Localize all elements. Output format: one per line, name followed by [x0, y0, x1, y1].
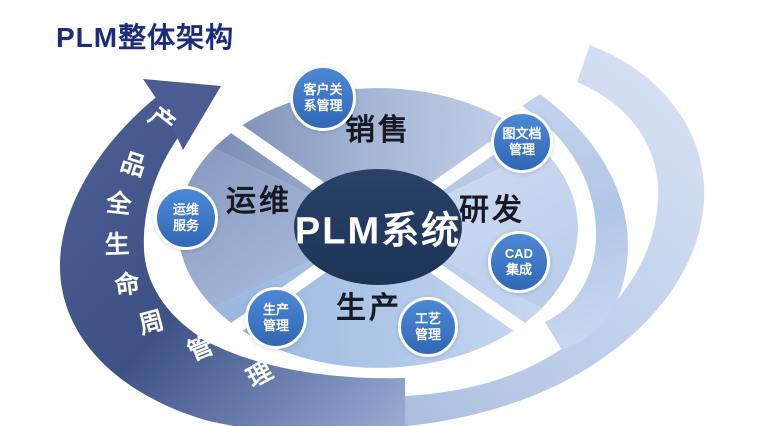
center-system-label: PLM系统: [294, 210, 462, 253]
light-tail-band: [280, 45, 705, 426]
arc-char: 全: [104, 188, 133, 220]
quadrant-label-sales: 销售: [345, 114, 411, 147]
node-doc-line2: 管理: [508, 142, 535, 157]
node-cad-integration: CAD 集成: [488, 231, 550, 293]
node-ops-service: 运维 服务: [154, 186, 218, 250]
quadrant-label-production: 生产: [336, 292, 402, 325]
node-process-line1: 工艺: [414, 310, 441, 326]
node-opsvc-line2: 服务: [172, 218, 199, 233]
node-cad-line1: CAD: [504, 245, 534, 261]
wedge-sales: [214, 88, 542, 228]
node-cad-line2: 集成: [505, 262, 532, 277]
node-crm-line1: 客户关: [303, 81, 343, 97]
node-crm: 客户关 系管理: [290, 65, 356, 131]
arc-char: 命: [112, 269, 142, 301]
node-doc-line1: 图文档: [502, 125, 542, 141]
node-prodmgmt-line1: 生产: [262, 301, 289, 317]
quadrant-label-operations: 运维: [226, 185, 292, 218]
inner-crescent-band: [522, 94, 628, 350]
dark-lifecycle-band: [59, 94, 405, 426]
node-production-management: 生产 管理: [245, 287, 307, 349]
node-doc-management: 图文档 管理: [491, 111, 553, 173]
quadrant-label-rnd: 研发: [459, 194, 525, 227]
node-opsvc-line1: 运维: [172, 201, 199, 217]
page-title: PLM整体架构: [56, 22, 235, 53]
node-process-management: 工艺 管理: [398, 297, 458, 357]
node-prodmgmt-line2: 管理: [262, 318, 289, 333]
wedge-operations: [178, 148, 378, 308]
arrowhead: [143, 79, 221, 150]
node-crm-line2: 系管理: [303, 98, 343, 113]
node-process-line2: 管理: [414, 327, 441, 342]
arc-char: 生: [104, 230, 131, 260]
center-ellipse: [294, 169, 462, 285]
